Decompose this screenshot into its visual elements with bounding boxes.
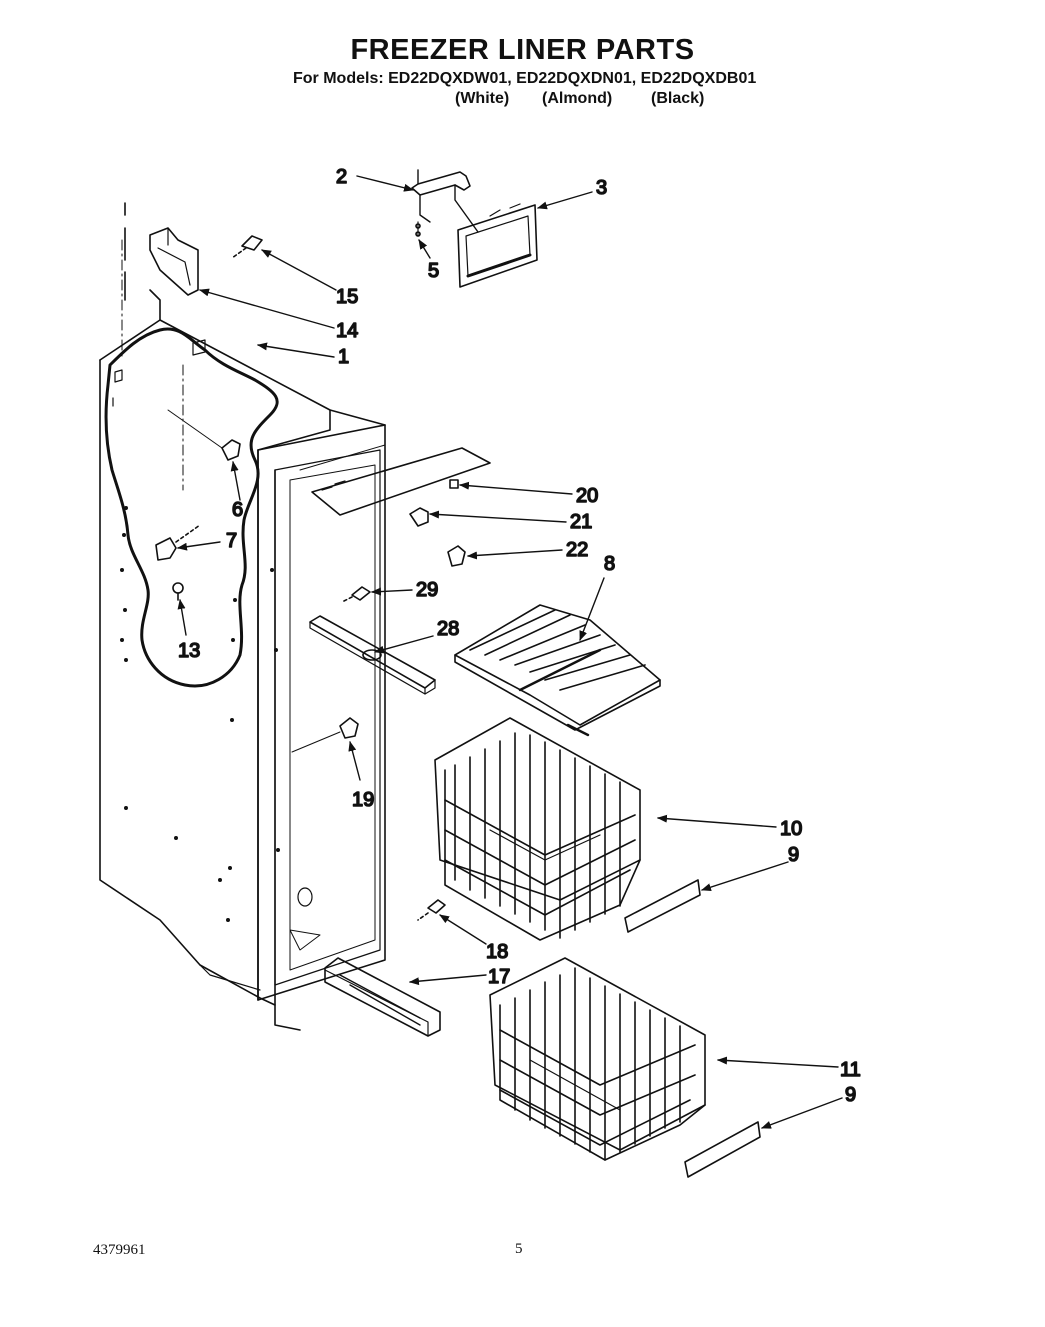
callout-18: 18 (486, 941, 508, 963)
callout-10: 10 (780, 818, 802, 840)
clip-part-22 (447, 545, 466, 567)
models-line: For Models: ED22DQXDW01, ED22DQXDN01, ED… (293, 70, 757, 87)
callout-21: 21 (570, 511, 592, 533)
screw-part-18 (417, 899, 446, 921)
callout-6: 6 (232, 499, 243, 521)
basket-part-11 (489, 957, 706, 1161)
callout-1: 1 (338, 346, 349, 368)
color-black-label: (Black) (651, 90, 705, 107)
callout-13: 13 (178, 640, 200, 662)
callout-labels: 2 3 5 15 14 1 6 7 13 20 21 22 8 29 28 19… (177, 165, 861, 1107)
leader-arrows (177, 175, 843, 1129)
hinge-part-7 (155, 524, 201, 561)
clip-part-21 (409, 507, 429, 527)
color-almond-label: (Almond) (542, 90, 613, 107)
color-white-label: (White) (455, 90, 510, 107)
callout-19: 19 (352, 789, 374, 811)
shelf-part-8 (454, 604, 661, 737)
callout-2: 2 (336, 166, 347, 188)
panel-part-20 (311, 447, 491, 516)
screw-part-29 (341, 586, 371, 603)
callout-28: 28 (437, 618, 459, 640)
callout-29: 29 (416, 579, 438, 601)
freezer-liner-part (99, 202, 386, 1031)
callout-9-upper: 9 (788, 844, 799, 866)
bracket-part-14 (149, 227, 199, 296)
clip-part-5 (415, 221, 421, 237)
callout-11: 11 (840, 1059, 861, 1081)
callout-7: 7 (226, 530, 237, 552)
clip-part-19 (291, 717, 359, 753)
front-plate-part-9-lower (684, 1121, 761, 1178)
callout-15: 15 (336, 286, 358, 308)
callout-14: 14 (336, 320, 358, 342)
rail-part-2 (411, 169, 479, 233)
callout-3: 3 (596, 177, 607, 199)
callout-5: 5 (428, 260, 439, 282)
basket-part-10 (434, 717, 641, 941)
callout-17: 17 (488, 966, 510, 988)
kickplate-part-17 (324, 957, 441, 1037)
screw-part-13 (172, 582, 184, 601)
cover-part-3 (457, 203, 538, 288)
document-number: 4379961 (93, 1242, 146, 1258)
page-number: 5 (515, 1241, 523, 1257)
clip-part-6 (167, 409, 241, 461)
page-title: FREEZER LINER PARTS (350, 34, 695, 66)
callout-9-lower: 9 (845, 1084, 856, 1106)
callout-22: 22 (566, 539, 588, 561)
callout-20: 20 (576, 485, 598, 507)
rail-part-28 (309, 615, 436, 695)
front-plate-part-9-upper (624, 879, 701, 933)
screw-part-15 (231, 235, 263, 259)
callout-8: 8 (604, 553, 615, 575)
